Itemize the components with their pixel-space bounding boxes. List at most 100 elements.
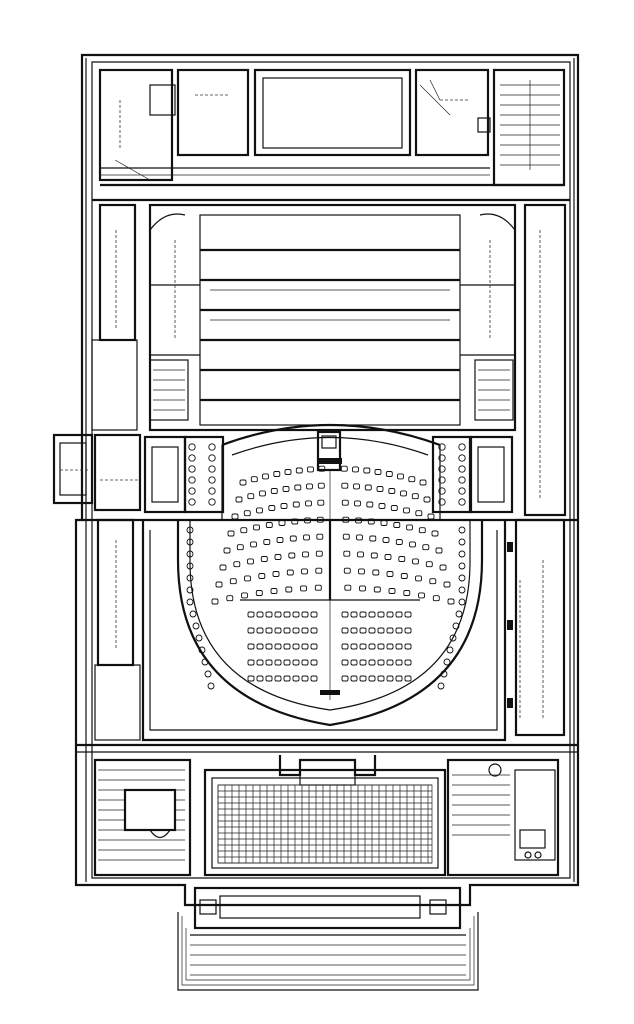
seat xyxy=(283,675,291,682)
seat xyxy=(415,510,423,517)
seat xyxy=(395,675,403,682)
seat xyxy=(404,627,412,634)
seat xyxy=(310,611,318,618)
seat xyxy=(310,643,318,650)
seat xyxy=(295,467,303,474)
seat xyxy=(344,584,352,591)
seat xyxy=(247,659,255,666)
seat xyxy=(404,659,412,666)
foyer-floor-grid xyxy=(217,784,432,864)
seat xyxy=(310,675,318,682)
seat xyxy=(443,581,451,588)
box-seat xyxy=(458,550,466,558)
seat xyxy=(260,556,268,562)
seat xyxy=(373,586,381,593)
seat xyxy=(350,627,358,634)
box-seat xyxy=(188,498,196,506)
seat xyxy=(274,611,282,618)
seat xyxy=(256,659,264,666)
box-seat xyxy=(186,598,194,606)
seat xyxy=(342,533,350,540)
seat xyxy=(388,588,396,594)
box-seat xyxy=(198,646,206,654)
seat xyxy=(255,590,263,596)
seat xyxy=(223,547,231,554)
box-seat xyxy=(458,574,466,582)
seat xyxy=(425,561,433,568)
seat xyxy=(400,573,408,579)
seat xyxy=(305,500,312,507)
seat xyxy=(359,611,367,618)
seat xyxy=(378,503,386,509)
seat xyxy=(284,469,292,475)
box-seat xyxy=(208,454,216,462)
entrance-steps xyxy=(177,886,479,991)
stage xyxy=(92,198,570,432)
seat xyxy=(259,490,266,497)
seat xyxy=(233,561,241,568)
box-seat xyxy=(207,682,215,690)
seat xyxy=(370,552,378,559)
seat xyxy=(265,659,273,666)
seat xyxy=(283,659,291,666)
seat xyxy=(288,552,296,559)
seat xyxy=(241,592,248,599)
box-seat xyxy=(443,658,451,666)
auditorium xyxy=(82,423,578,742)
seat xyxy=(400,490,407,497)
seat xyxy=(385,471,393,477)
seat xyxy=(263,539,271,545)
seat xyxy=(239,479,247,486)
seat xyxy=(368,643,376,650)
seat xyxy=(419,479,427,486)
seat xyxy=(247,627,255,634)
box-seat xyxy=(437,682,445,690)
seat xyxy=(235,496,243,503)
seat xyxy=(447,598,455,605)
seat xyxy=(397,473,404,480)
box-seat xyxy=(458,538,466,546)
box-seat xyxy=(455,610,463,618)
seat xyxy=(289,535,297,542)
seat xyxy=(247,611,255,618)
seat xyxy=(341,499,349,506)
seat xyxy=(406,524,413,531)
seat xyxy=(377,659,385,666)
seat xyxy=(256,643,264,650)
seat xyxy=(377,611,385,618)
seat xyxy=(247,643,255,650)
box-seat xyxy=(458,487,466,495)
seat xyxy=(404,675,412,682)
seat xyxy=(215,581,223,588)
box-seat xyxy=(458,562,466,570)
seat xyxy=(350,659,358,666)
seat xyxy=(226,595,234,602)
seat xyxy=(280,503,288,509)
seat xyxy=(315,550,323,557)
seat xyxy=(256,627,264,634)
seat xyxy=(256,675,264,682)
seat xyxy=(377,627,385,634)
seat xyxy=(317,482,325,489)
seat xyxy=(404,643,412,650)
seat xyxy=(247,558,254,565)
seat xyxy=(352,466,359,473)
seat xyxy=(404,611,412,618)
seat xyxy=(374,469,382,475)
box-seat xyxy=(188,443,196,451)
seat xyxy=(354,500,361,507)
seat xyxy=(359,659,367,666)
seat xyxy=(265,611,273,618)
box-seat xyxy=(188,487,196,495)
seat xyxy=(291,518,299,525)
seat xyxy=(359,675,367,682)
seat xyxy=(423,496,431,503)
seat xyxy=(250,476,258,483)
box-seat xyxy=(438,465,446,473)
box-seat xyxy=(186,574,194,582)
seat xyxy=(367,518,375,525)
seat xyxy=(292,501,300,508)
seat xyxy=(274,659,282,666)
foyer xyxy=(76,743,578,877)
seat xyxy=(435,547,443,554)
